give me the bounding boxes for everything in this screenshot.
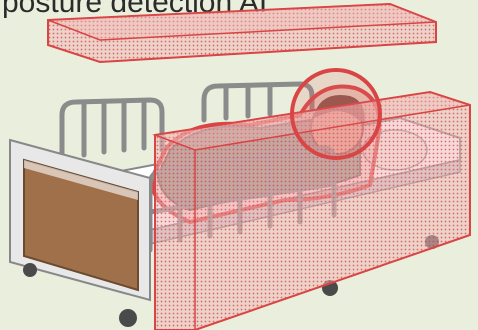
head-detection-circle [292, 70, 380, 158]
headboard-rail [62, 100, 162, 160]
top-detection-slab [48, 4, 436, 62]
